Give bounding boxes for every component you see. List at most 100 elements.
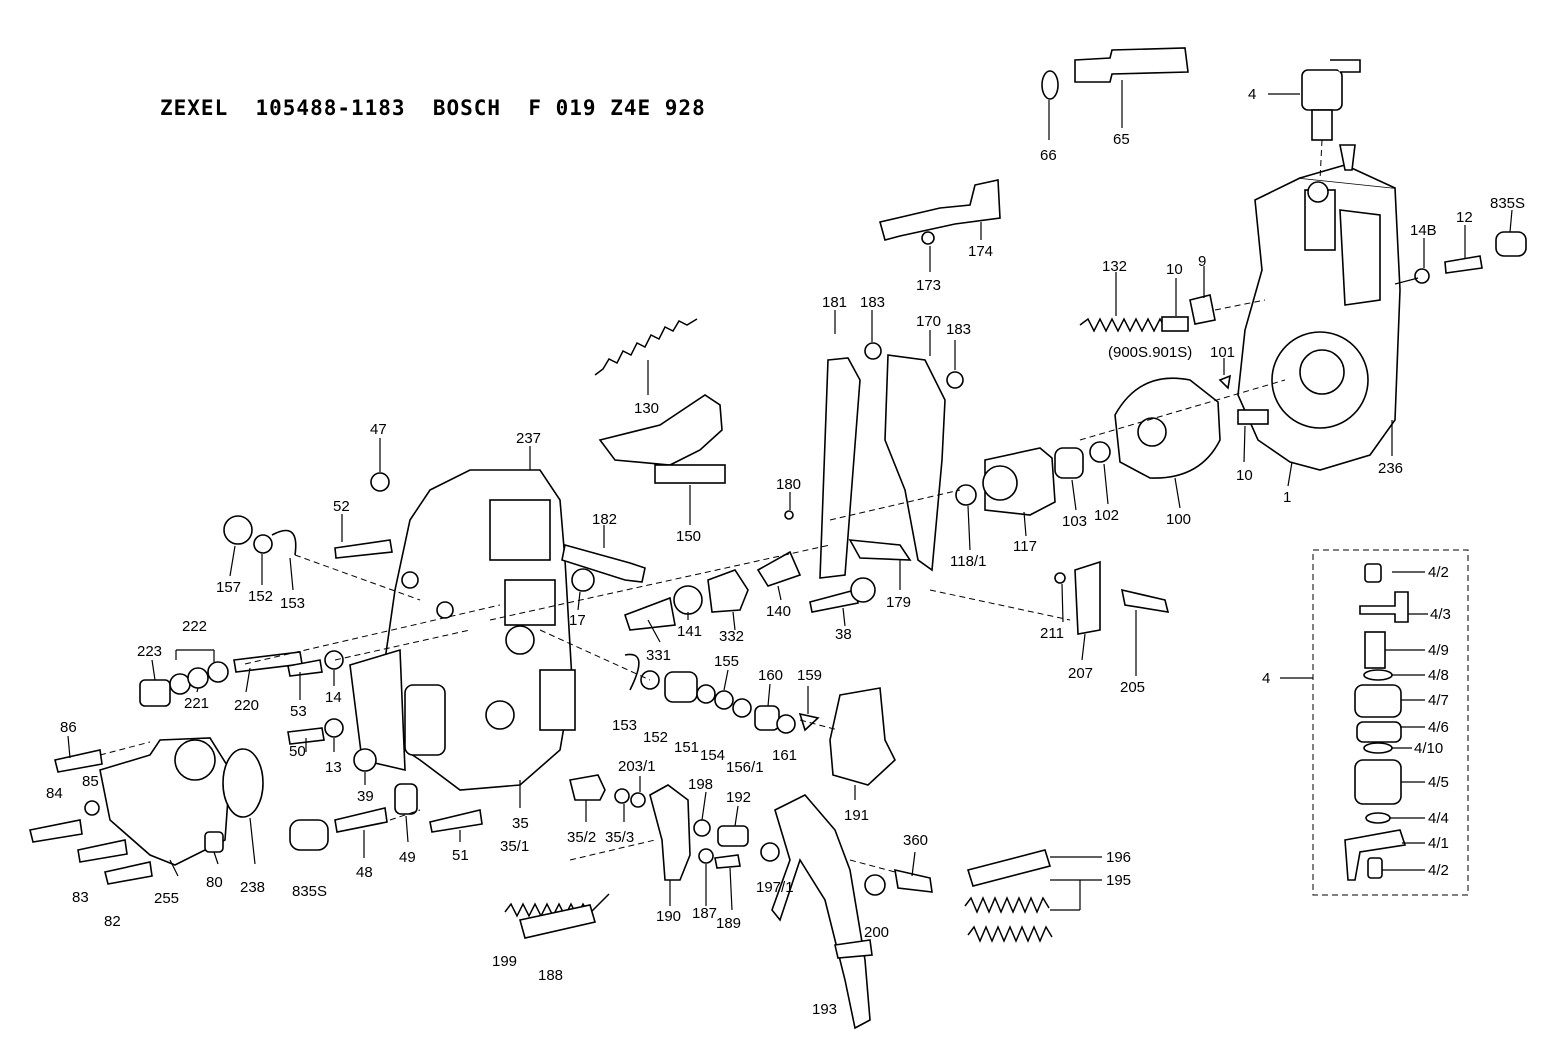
callout-191: 191 xyxy=(844,807,869,824)
callout-35-3: 35/3 xyxy=(605,829,634,846)
part-4-inset xyxy=(1280,549,1469,896)
part-48 xyxy=(334,807,388,833)
callout-211: 211 xyxy=(1040,625,1064,642)
callout-85: 85 xyxy=(82,773,99,790)
callout-10-bottom: 10 xyxy=(1236,467,1253,484)
part-118-1 xyxy=(955,484,977,506)
callout-237: 237 xyxy=(516,430,541,447)
part-151 xyxy=(664,671,698,703)
diagram-title: ZEXEL 105488-1183 BOSCH F 019 Z4E 928 xyxy=(160,96,706,120)
part-154 xyxy=(696,684,716,704)
callout-207: 207 xyxy=(1068,665,1093,682)
callout-102: 102 xyxy=(1094,507,1119,524)
part-238 xyxy=(222,748,264,818)
callout-51: 51 xyxy=(452,847,469,864)
part-85 xyxy=(84,800,100,816)
part-100 xyxy=(1114,377,1221,479)
inset-label-4-10: 4/10 xyxy=(1414,740,1443,757)
callout-205: 205 xyxy=(1120,679,1145,696)
callout-14b: 14B xyxy=(1410,222,1437,239)
callout-170: 170 xyxy=(916,313,941,330)
callout-86: 86 xyxy=(60,719,77,736)
part-86 xyxy=(54,749,103,773)
part-130-spring xyxy=(594,318,698,376)
callout-238: 238 xyxy=(240,879,265,896)
part-117 xyxy=(982,447,1056,516)
part-160 xyxy=(754,705,780,731)
part-39 xyxy=(353,748,377,772)
part-141 xyxy=(673,585,703,615)
callout-50: 50 xyxy=(289,743,306,760)
part-835s-left xyxy=(289,819,329,851)
callout-53: 53 xyxy=(290,703,307,720)
part-222a xyxy=(169,673,191,695)
part-83 xyxy=(77,839,128,863)
callout-103: 103 xyxy=(1062,513,1087,530)
callout-159: 159 xyxy=(797,667,822,684)
part-155 xyxy=(714,690,734,710)
callout-835s-left: 835S xyxy=(292,883,327,900)
part-180 xyxy=(784,510,794,520)
part-4-assembly xyxy=(1301,59,1361,171)
callout-153b: 153 xyxy=(612,717,637,734)
inset-label-4-2-bottom: 4/2 xyxy=(1428,862,1449,879)
part-49 xyxy=(394,783,418,815)
callout-183b: 183 xyxy=(946,321,971,338)
part-205 xyxy=(1120,588,1170,613)
part-65 xyxy=(1041,47,1189,100)
callout-198: 198 xyxy=(688,776,713,793)
inset-label-4-2-top: 4/2 xyxy=(1428,564,1449,581)
part-174 xyxy=(879,179,1001,241)
part-179 xyxy=(848,539,912,561)
leader-lines xyxy=(67,80,1513,911)
part-198 xyxy=(693,819,711,837)
part-80 xyxy=(204,831,224,853)
part-9 xyxy=(1189,294,1216,325)
part-173 xyxy=(921,231,935,245)
callout-13: 13 xyxy=(325,759,342,776)
part-190 xyxy=(649,784,691,881)
part-102 xyxy=(1089,441,1111,463)
callout-331: 331 xyxy=(646,647,671,664)
part-35-3b xyxy=(630,792,646,808)
part-101 xyxy=(1218,374,1232,390)
inset-label-4-7: 4/7 xyxy=(1428,692,1449,709)
callout-101: 101 xyxy=(1210,344,1235,361)
part-200-pin xyxy=(834,939,873,959)
callout-255: 255 xyxy=(154,890,179,907)
part-132-spring xyxy=(1079,317,1167,333)
callout-labels: 4 66 65 835S 12 14B 174 173 132 10 9 (90… xyxy=(46,86,1525,1018)
callout-197-1: 197/1 xyxy=(756,879,794,896)
callout-65: 65 xyxy=(1113,131,1130,148)
part-835s-right xyxy=(1394,231,1527,285)
inset-label-4-1: 4/1 xyxy=(1428,835,1449,852)
part-82 xyxy=(104,861,153,885)
part-222b xyxy=(207,661,229,683)
part-10-top xyxy=(1161,316,1189,332)
callout-1: 1 xyxy=(1283,489,1291,506)
callout-195: 195 xyxy=(1106,872,1131,889)
callout-48: 48 xyxy=(356,864,373,881)
callout-38: 38 xyxy=(835,626,852,643)
part-38 xyxy=(809,589,859,613)
callout-153a: 153 xyxy=(280,595,305,612)
part-152a xyxy=(253,534,273,554)
callout-200: 200 xyxy=(864,924,889,941)
callout-66: 66 xyxy=(1040,147,1057,164)
part-211 xyxy=(1054,572,1066,584)
callout-155: 155 xyxy=(714,653,739,670)
part-192 xyxy=(717,825,749,847)
callout-35-1: 35/1 xyxy=(500,838,529,855)
callout-196: 196 xyxy=(1106,849,1131,866)
part-159 xyxy=(798,712,820,732)
callout-181: 181 xyxy=(822,294,847,311)
callout-187: 187 xyxy=(692,905,717,922)
part-10-bottom xyxy=(1237,409,1269,425)
part-53 xyxy=(287,659,323,677)
inset-label-4-6: 4/6 xyxy=(1428,719,1449,736)
part-360 xyxy=(894,868,933,893)
part-332 xyxy=(707,569,749,613)
callout-17: 17 xyxy=(569,612,586,629)
callout-223: 223 xyxy=(137,643,162,660)
